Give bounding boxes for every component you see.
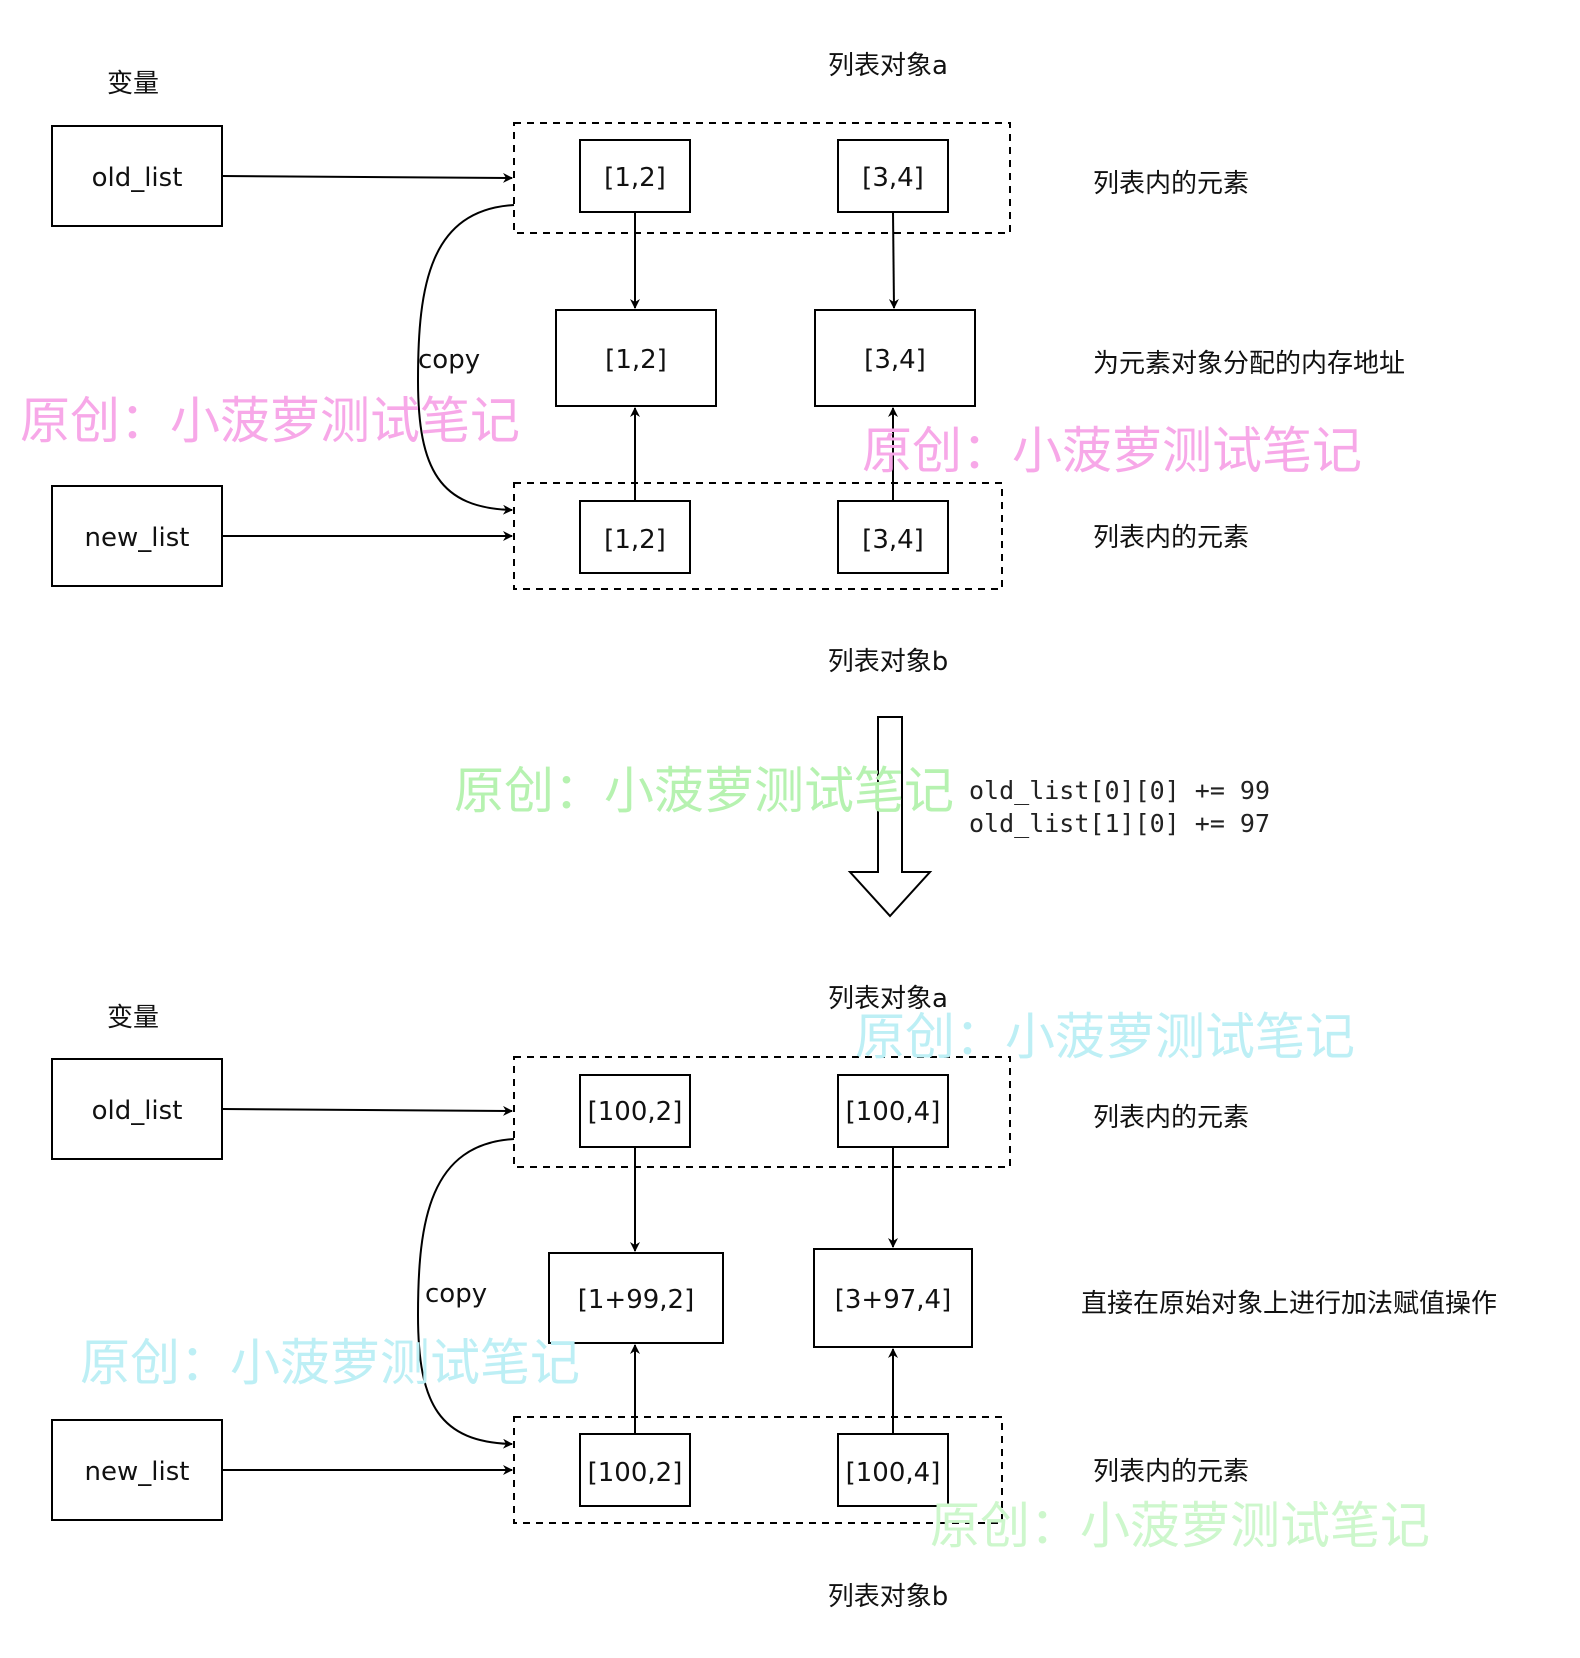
variable-header-2: 变量 (107, 1003, 159, 1033)
new-list-label-2: new_list (85, 1457, 190, 1487)
list-b-element-2[interactable]: [3,4] (837, 500, 949, 574)
memory-caption-2: 直接在原始对象上进行加法赋值操作 (1081, 1289, 1497, 1319)
new-list-box[interactable]: new_list (51, 485, 223, 587)
old-list-label: old_list (92, 163, 183, 193)
variable-header: 变量 (107, 69, 159, 99)
watermark-2: 原创：小菠萝测试笔记 (862, 422, 1362, 480)
list-a-container-2 (513, 1056, 1011, 1168)
old-list-arrow (221, 172, 513, 183)
new-list-box-2[interactable]: new_list (51, 1419, 223, 1521)
memory-box-1-after-label: [1+99,2] (578, 1285, 695, 1315)
list-a-element-2-after-label: [100,4] (846, 1097, 941, 1127)
memory-box-2-label: [3,4] (864, 345, 926, 375)
list-a-elements-caption-2: 列表内的元素 (1093, 1103, 1249, 1133)
transition-arrow (847, 716, 933, 918)
a2-to-mem2-arrow (888, 211, 899, 309)
watermark-5: 原创：小菠萝测试笔记 (80, 1334, 580, 1392)
top-arrows (221, 172, 899, 541)
watermark-4: 原创：小菠萝测试笔记 (855, 1008, 1355, 1066)
list-b-container (513, 482, 1003, 590)
old-list-label-2: old_list (92, 1096, 183, 1126)
memory-caption: 为元素对象分配的内存地址 (1093, 349, 1405, 379)
list-object-b-label: 列表对象b (828, 647, 949, 677)
bottom-arrows (221, 1105, 898, 1475)
copy-curve-arrow-2 (416, 1138, 515, 1449)
list-object-a-label: 列表对象a (828, 51, 948, 81)
list-b-element-2-after-label: [100,4] (846, 1458, 941, 1488)
list-b-elements-caption: 列表内的元素 (1093, 523, 1249, 553)
list-object-b-label-2: 列表对象b (828, 1582, 949, 1612)
memory-box-1-after[interactable]: [1+99,2] (548, 1252, 724, 1344)
new-list-label: new_list (85, 523, 190, 553)
list-a-element-1-after[interactable]: [100,2] (579, 1074, 691, 1148)
list-b-element-1-after-label: [100,2] (588, 1458, 683, 1488)
list-a-container (513, 122, 1011, 234)
list-b-element-2-after[interactable]: [100,4] (837, 1433, 949, 1507)
code-line-2: old_list[1][0] += 97 (969, 809, 1270, 838)
list-a-element-2-label: [3,4] (862, 163, 924, 193)
memory-box-2-after-label: [3+97,4] (835, 1285, 952, 1315)
list-b-element-1[interactable]: [1,2] (579, 500, 691, 574)
code-line-1: old_list[0][0] += 99 (969, 776, 1270, 805)
memory-box-1[interactable]: [1,2] (555, 309, 717, 407)
watermark-3: 原创：小菠萝测试笔记 (454, 762, 954, 820)
watermark-1: 原创：小菠萝测试笔记 (20, 392, 520, 450)
list-b-element-2-label: [3,4] (862, 525, 924, 555)
list-a-element-2[interactable]: [3,4] (837, 139, 949, 213)
watermark-6: 原创：小菠萝测试笔记 (930, 1497, 1430, 1555)
list-a-elements-caption: 列表内的元素 (1093, 169, 1249, 199)
memory-box-2[interactable]: [3,4] (814, 309, 976, 407)
list-b-elements-caption-2: 列表内的元素 (1093, 1457, 1249, 1487)
memory-box-2-after[interactable]: [3+97,4] (813, 1248, 973, 1348)
copy-curve-arrow (416, 204, 515, 515)
old-list-box-2[interactable]: old_list (51, 1058, 223, 1160)
copy-label-2: copy (425, 1279, 487, 1309)
list-b-container-2 (513, 1416, 1003, 1524)
old-list-arrow-2 (221, 1105, 513, 1116)
list-b-element-1-after[interactable]: [100,2] (579, 1433, 691, 1507)
old-list-box[interactable]: old_list (51, 125, 223, 227)
copy-label: copy (418, 345, 480, 375)
list-a-element-1-after-label: [100,2] (588, 1097, 683, 1127)
list-b-element-1-label: [1,2] (604, 525, 666, 555)
list-a-element-1-label: [1,2] (604, 163, 666, 193)
list-object-a-label-2: 列表对象a (828, 984, 948, 1014)
list-a-element-2-after[interactable]: [100,4] (837, 1074, 949, 1148)
memory-box-1-label: [1,2] (605, 345, 667, 375)
list-a-element-1[interactable]: [1,2] (579, 139, 691, 213)
